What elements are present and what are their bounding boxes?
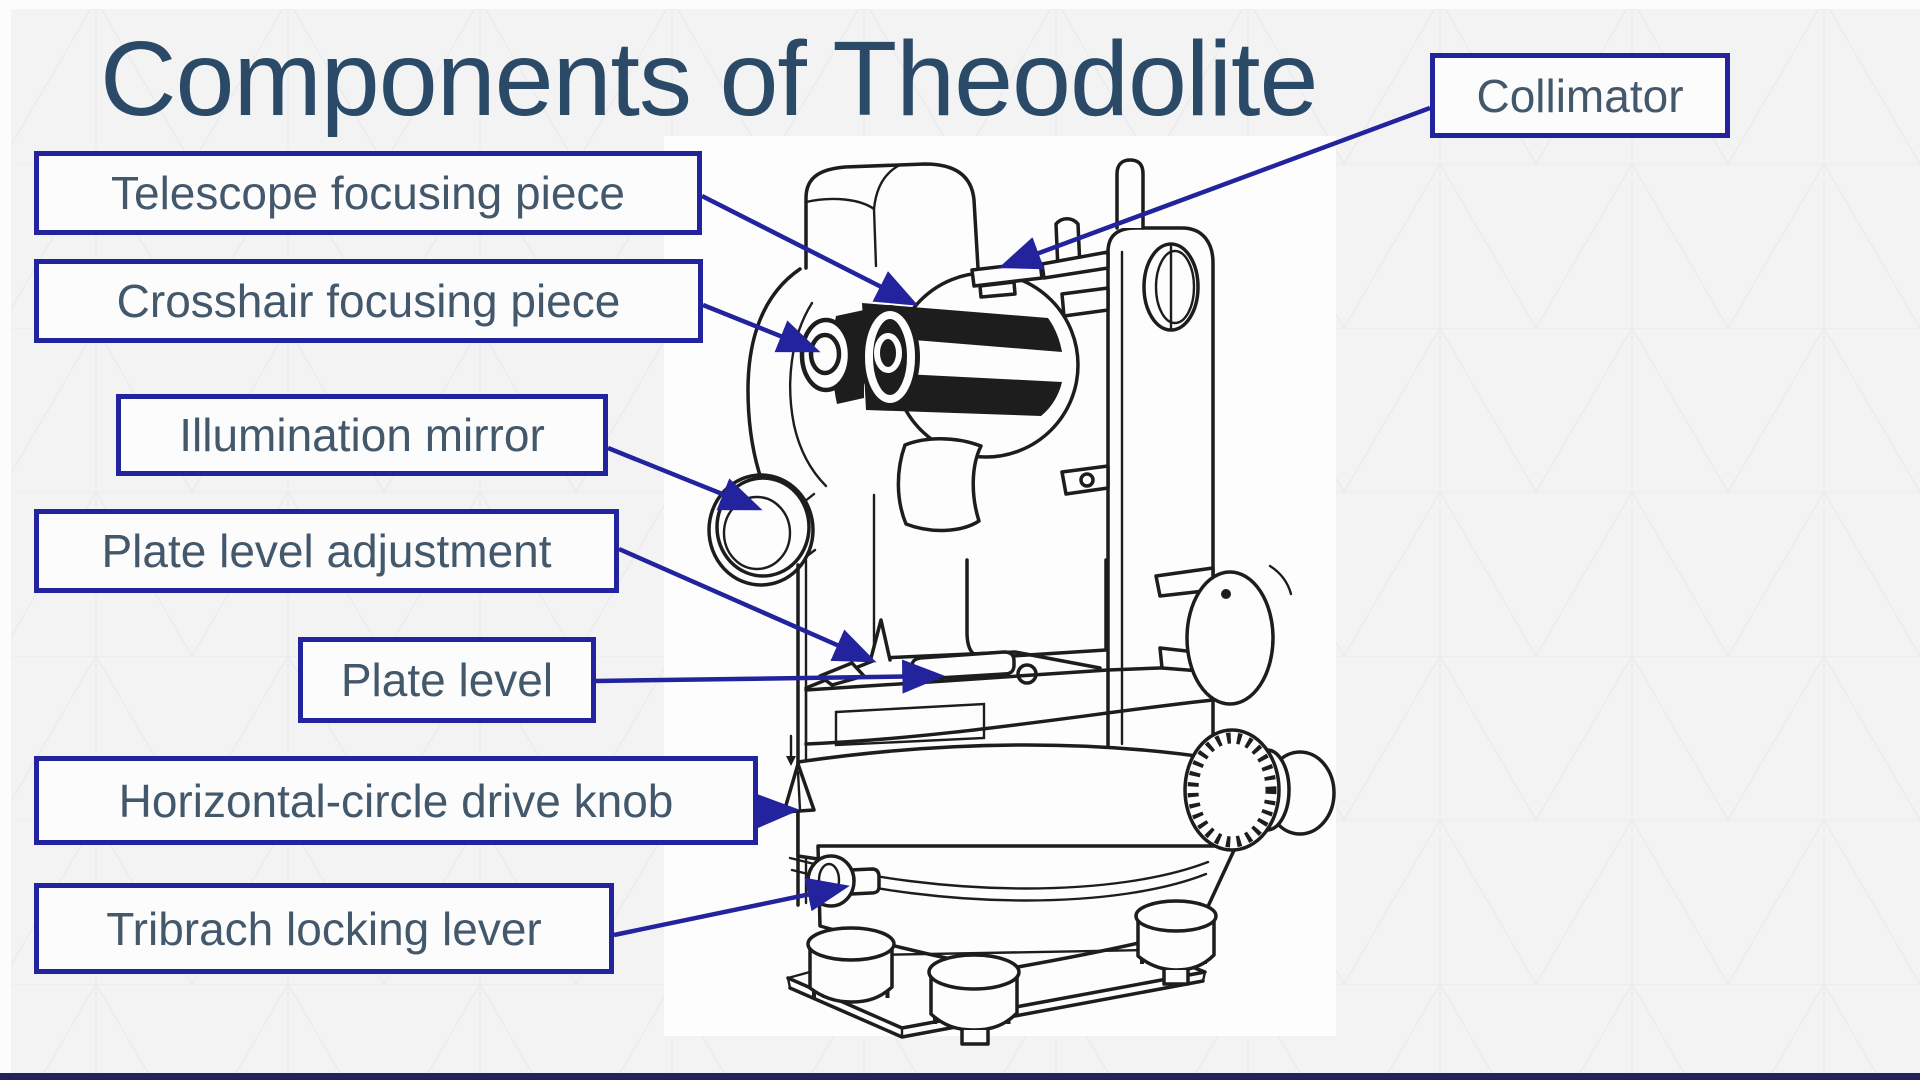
label-text: Plate level adjustment xyxy=(101,525,552,577)
label-text: Plate level xyxy=(340,654,554,706)
label-plate-level: Plate level xyxy=(298,637,596,723)
label-text: Collimator xyxy=(1476,69,1684,122)
label-text: Telescope focusing piece xyxy=(111,167,625,219)
label-tribrach-locking-lever: Tribrach locking lever xyxy=(34,883,614,974)
label-plate-level-adjustment: Plate level adjustment xyxy=(34,509,619,593)
slide-top-margin xyxy=(0,0,1920,9)
figure-panel xyxy=(664,136,1336,1036)
slide-left-margin xyxy=(0,0,11,1080)
label-text: Horizontal-circle drive knob xyxy=(118,774,674,827)
label-text: Tribrach locking lever xyxy=(106,902,542,955)
label-horizontal-circle-drive-knob: Horizontal-circle drive knob xyxy=(34,756,758,845)
label-telescope-focusing-piece: Telescope focusing piece xyxy=(34,151,702,235)
page-title: Components of Theodolite xyxy=(100,20,1318,138)
label-crosshair-focusing-piece: Crosshair focusing piece xyxy=(34,259,703,343)
label-text: Illumination mirror xyxy=(179,409,545,461)
label-collimator: Collimator xyxy=(1430,53,1730,138)
label-illumination-mirror: Illumination mirror xyxy=(116,394,608,476)
label-text: Crosshair focusing piece xyxy=(116,275,621,327)
slide-bottom-bar xyxy=(0,1073,1920,1080)
